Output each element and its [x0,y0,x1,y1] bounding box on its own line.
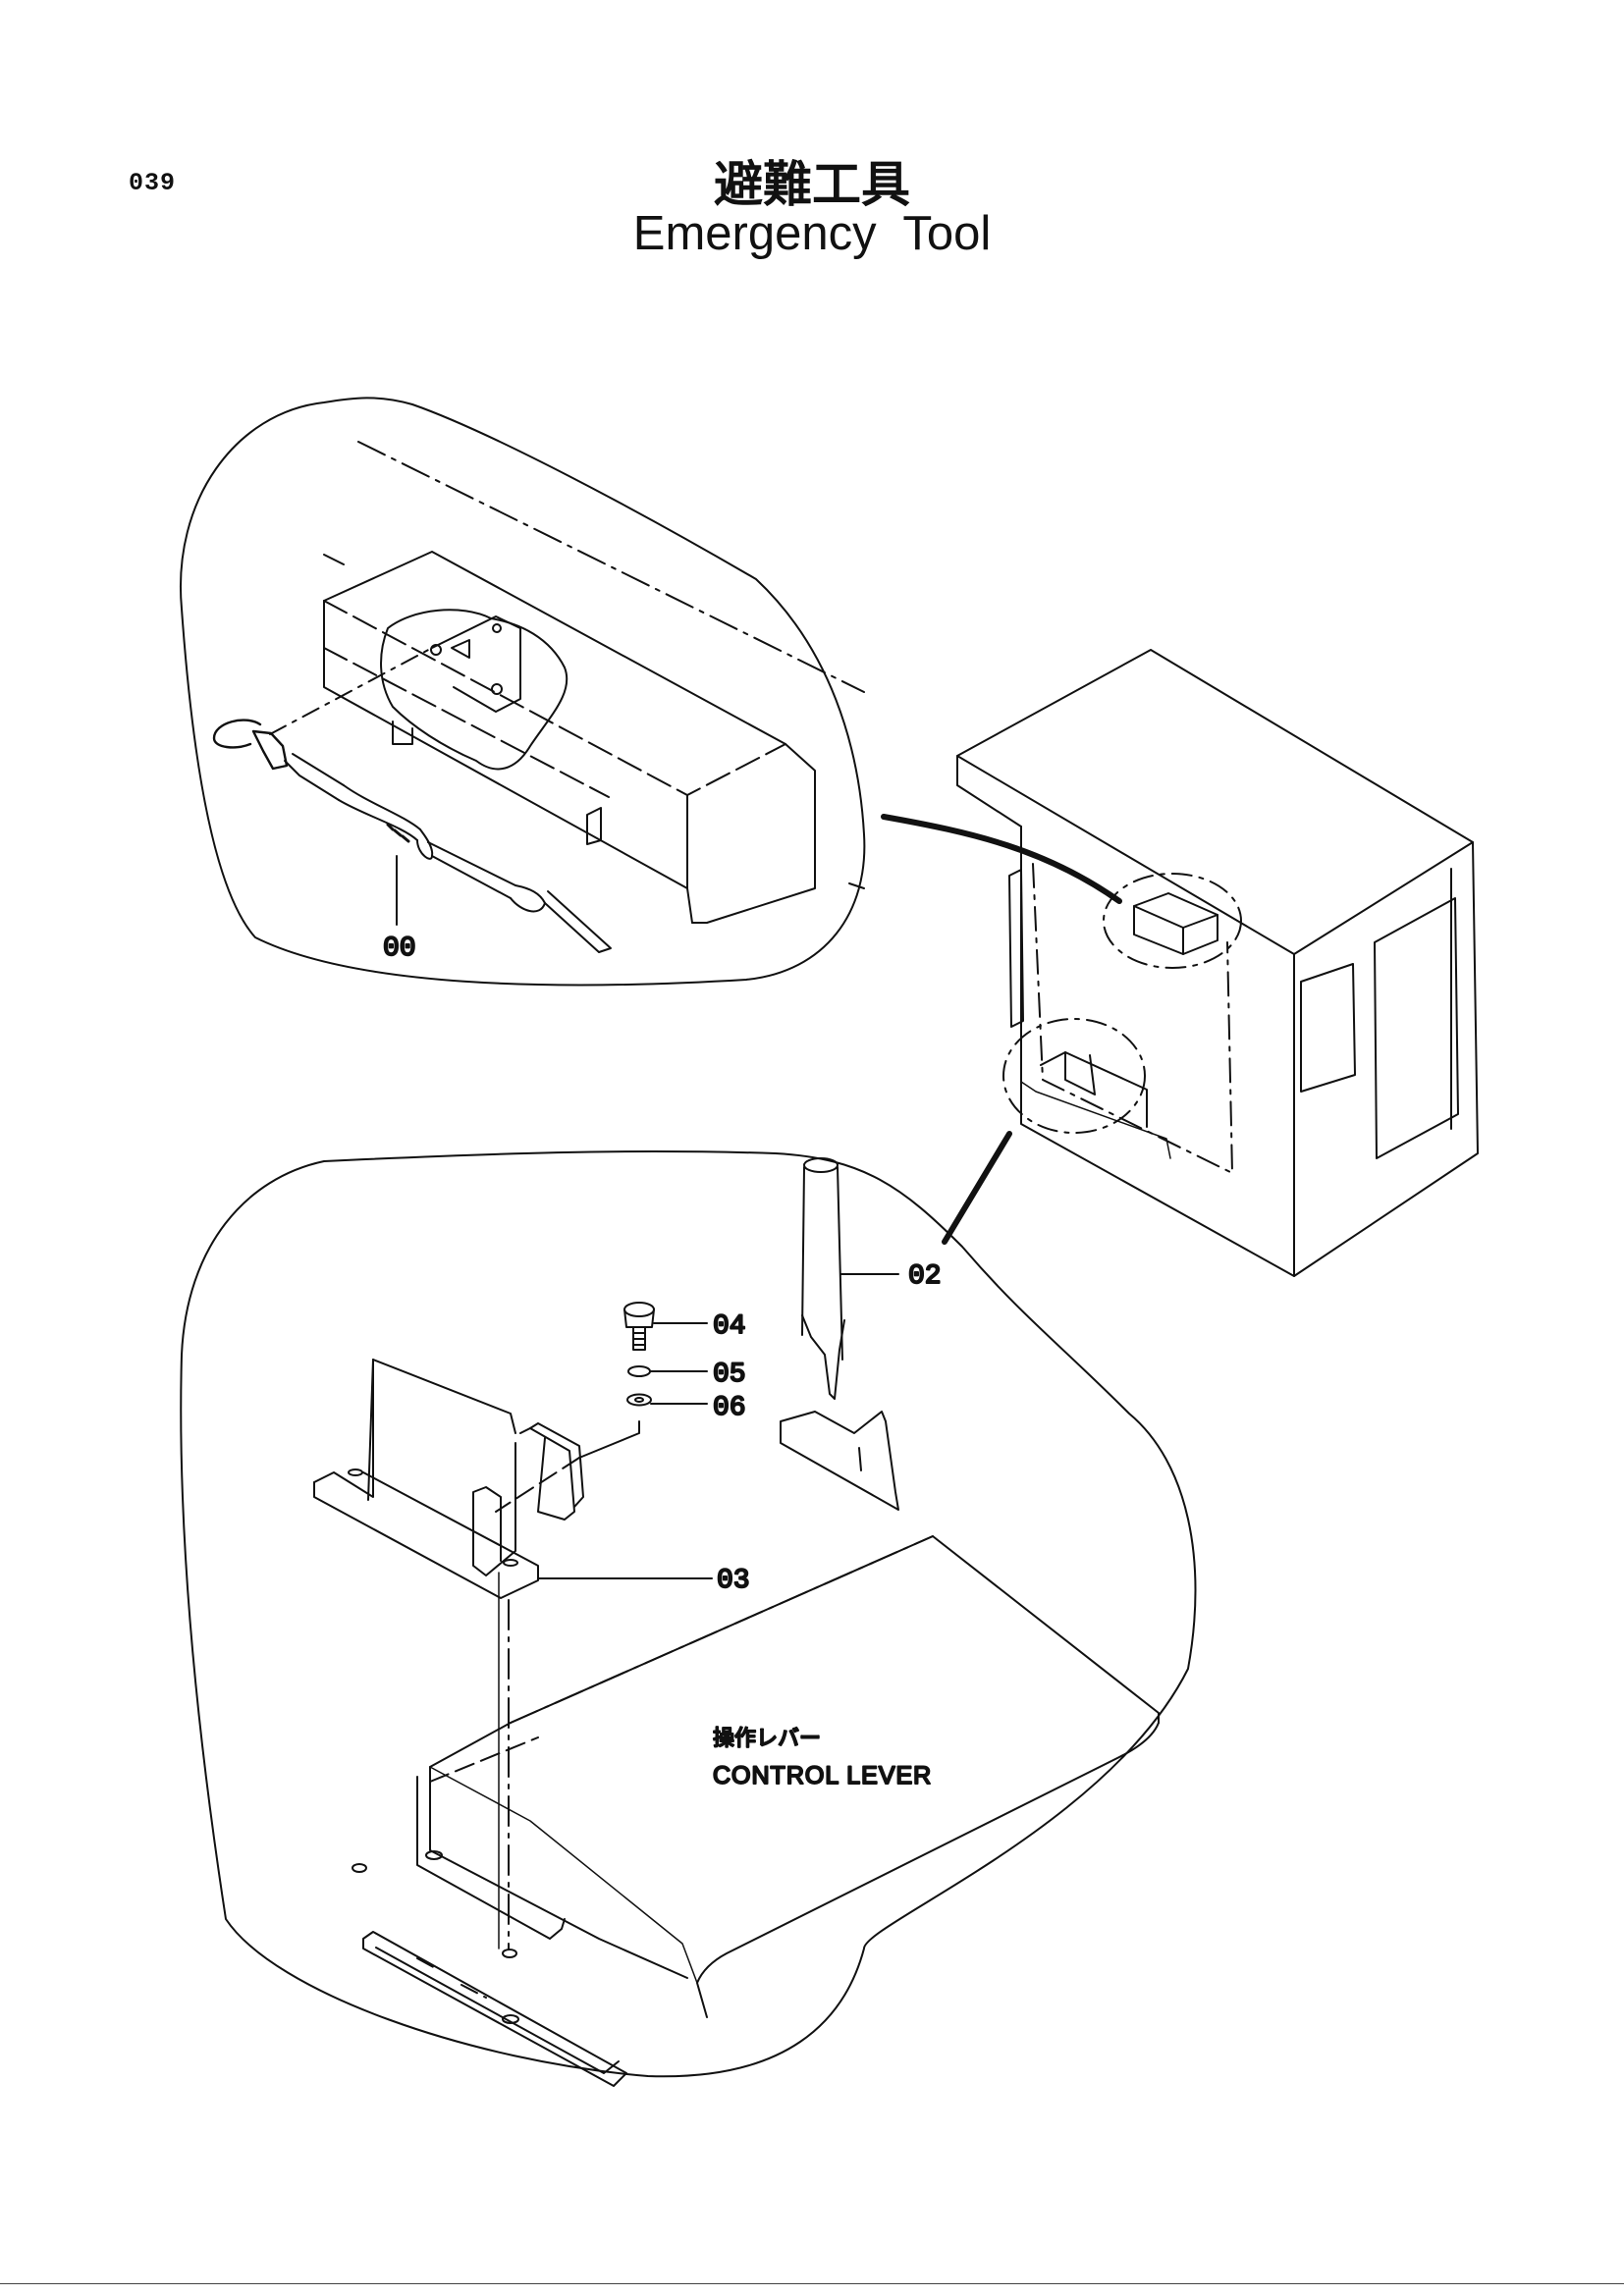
operator-cab [881,649,1479,1277]
detail-bubble-hammer [180,397,866,987]
callout-06: 06 [713,1393,746,1423]
page-title-english: Emergency Tool [632,207,992,260]
callout-03: 03 [717,1566,750,1596]
callout-02: 02 [908,1261,942,1292]
control-lever-label-jp: 操作レバー [713,1727,821,1751]
control-lever-label-en: CONTROL LEVER [713,1762,932,1789]
page-title-japanese: 避難工具 [714,156,910,213]
callout-04: 04 [713,1311,746,1342]
footer-rule [0,2283,1624,2284]
callout-05: 05 [713,1360,746,1390]
callout-00: 00 [383,934,416,964]
detail-bubble-lever [180,1149,1197,2087]
page-number: 039 [129,169,177,197]
